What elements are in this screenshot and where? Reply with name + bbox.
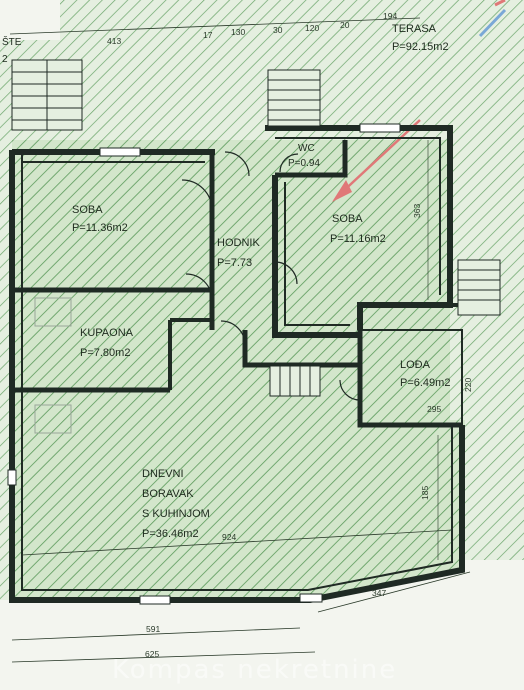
corner-label-1: ŠTE <box>2 35 22 48</box>
dim-bottom-295: 295 <box>427 404 441 414</box>
dim-top-130: 130 <box>231 27 245 37</box>
top-dimension-line <box>9 17 421 35</box>
kupaona-name: KUPAONA <box>80 327 134 339</box>
dim-top-17: 17 <box>203 30 213 40</box>
doors <box>181 151 361 401</box>
hodnik-area: P=7.73 <box>217 257 252 269</box>
dim-top-120: 120 <box>305 23 319 33</box>
red-arrow-mark <box>337 119 421 197</box>
dim-right-220: 220 <box>463 378 473 392</box>
watermark: Kompas nekretnine <box>112 655 397 685</box>
wc-name: WC <box>298 143 315 154</box>
bottom-dimension-625 <box>11 651 316 663</box>
dnevni-line3: S KUHINJOM <box>142 508 210 520</box>
windows <box>7 123 401 605</box>
soba-left-area: P=11.36m2 <box>72 222 128 234</box>
dim-top-413: 413 <box>107 36 121 46</box>
soba-right-area: P=11.16m2 <box>330 233 386 245</box>
bottom-dimension-591 <box>11 627 301 641</box>
red-mark-top <box>494 0 506 7</box>
red-arrow-head <box>332 180 352 202</box>
dim-bottom-591: 591 <box>146 624 160 634</box>
dim-diag-347: 347 <box>372 588 386 598</box>
terasa-area: P=92.15m2 <box>392 41 449 53</box>
corner-label-2: 2 <box>2 54 8 65</box>
hodnik-name: HODNIK <box>217 237 260 249</box>
dnevni-line1: DNEVNI <box>142 468 184 480</box>
walls <box>9 125 465 603</box>
stair-center <box>269 365 321 397</box>
stair-top-center <box>267 69 321 127</box>
stair-top-left <box>11 59 83 131</box>
blue-mark <box>478 8 507 38</box>
wc-area: P=0.94 <box>288 158 320 169</box>
fixture-box-2 <box>34 404 72 434</box>
dim-top-30: 30 <box>273 25 283 35</box>
kupaona-area: P=7.80m2 <box>80 347 130 359</box>
lodja-name: LOĐA <box>400 359 431 371</box>
apartment-interior <box>12 140 465 600</box>
soba-right-name: SOBA <box>332 213 363 225</box>
diag-dimension-347 <box>317 571 471 613</box>
terasa-name: TERASA <box>392 23 437 35</box>
dnevni-line2: BORAVAK <box>142 488 194 500</box>
dim-inner-924: 924 <box>222 532 236 542</box>
dim-top-20: 20 <box>340 20 350 30</box>
fixture-box-1 <box>34 297 72 327</box>
soba-left-name: SOBA <box>72 204 103 216</box>
dim-right-185: 185 <box>420 486 430 500</box>
inner-dimension-line <box>21 529 453 556</box>
dim-bottom-625: 625 <box>145 649 159 659</box>
dim-top-194: 194 <box>383 11 397 21</box>
dnevni-area: P=36.46m2 <box>142 528 199 540</box>
stair-right <box>457 259 501 316</box>
lodja-area: P=6.49m2 <box>400 377 450 389</box>
dim-right-363: 363 <box>412 204 422 218</box>
